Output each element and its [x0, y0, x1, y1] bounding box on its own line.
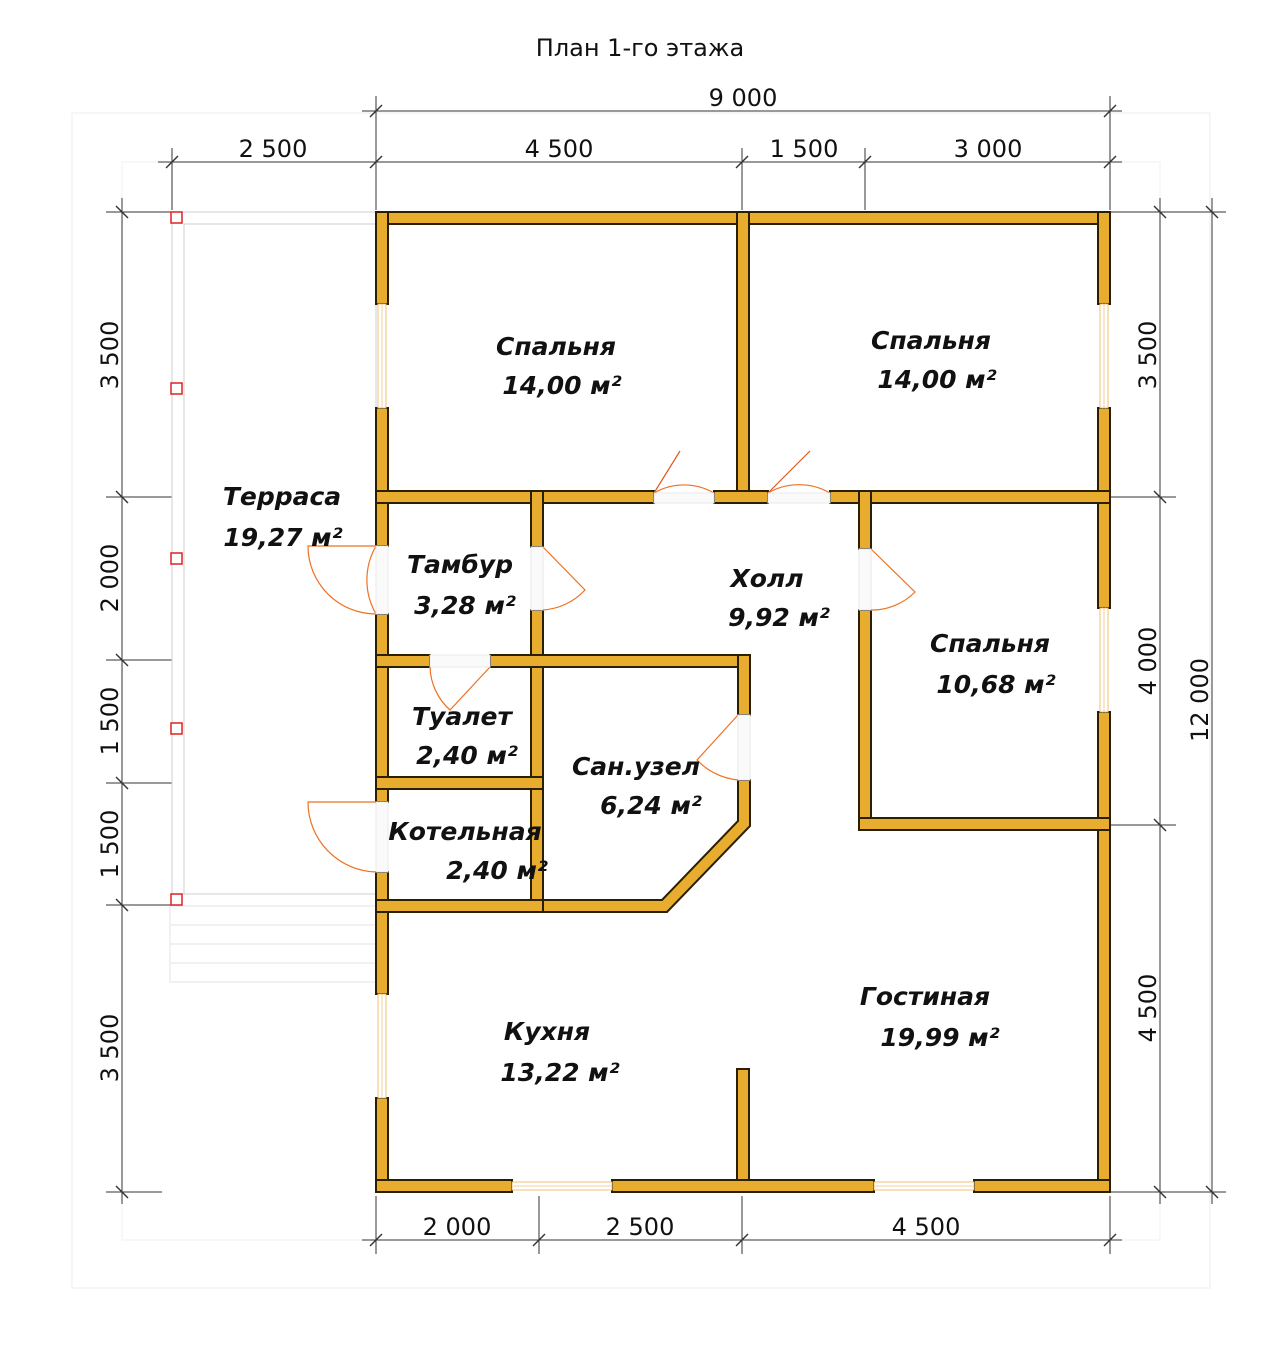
dim-bottom-2: 2 500	[606, 1213, 675, 1241]
dim-right-2: 4 000	[1134, 627, 1162, 696]
room-labels: Спальня 14,00 м² Спальня 14,00 м² Террас…	[223, 326, 1056, 1087]
background-frame-outer	[71, 112, 1211, 1289]
room-area-kitchen: 13,22 м²	[500, 1058, 619, 1087]
windows	[377, 303, 1109, 1191]
room-area-bedroom-1: 14,00 м²	[502, 371, 621, 400]
door	[653, 450, 715, 504]
terrace-post	[170, 893, 183, 906]
door	[307, 801, 389, 873]
dim-right-1: 3 500	[1134, 321, 1162, 390]
terrace-post	[170, 552, 183, 565]
room-name-toilet: Туалет	[412, 702, 513, 731]
room-area-bedroom-2: 14,00 м²	[877, 365, 996, 394]
room-name-tambur: Тамбур	[407, 550, 513, 579]
room-area-bedroom-3: 10,68 м²	[936, 670, 1055, 699]
room-name-living-room: Гостиная	[860, 982, 990, 1011]
room-name-hall: Холл	[728, 564, 803, 593]
room-name-bathroom: Сан.узел	[572, 752, 700, 781]
dim-left-3: 1 500	[96, 687, 124, 756]
room-area-bathroom: 6,24 м²	[600, 791, 702, 820]
terrace-post	[170, 722, 183, 735]
dim-bottom-1: 2 000	[423, 1213, 492, 1241]
room-name-bedroom-3: Спальня	[930, 629, 1050, 658]
door	[429, 654, 491, 711]
doors	[307, 450, 916, 873]
dim-left-5: 3 500	[96, 1014, 124, 1083]
plan-title: План 1-го этажа	[536, 34, 744, 62]
background-frame-inner	[121, 161, 1161, 1241]
room-name-terrace: Терраса	[223, 482, 341, 511]
room-area-tambur: 3,28 м²	[414, 591, 516, 620]
dim-right-3: 4 500	[1134, 974, 1162, 1043]
terrace-post	[170, 211, 183, 224]
door	[767, 450, 831, 504]
dim-left-1: 3 500	[96, 321, 124, 390]
room-name-boiler: Котельная	[388, 817, 541, 846]
dim-top-total: 9 000	[709, 84, 778, 112]
room-name-bedroom-2: Спальня	[871, 326, 991, 355]
dim-left-2: 2 000	[96, 544, 124, 613]
dim-left-4: 1 500	[96, 810, 124, 879]
dim-right-total: 12 000	[1186, 658, 1214, 742]
door	[530, 546, 586, 611]
room-area-living-room: 19,99 м²	[880, 1023, 999, 1052]
room-area-toilet: 2,40 м²	[416, 741, 518, 770]
dim-top-2: 4 500	[525, 135, 594, 163]
dim-top-3: 1 500	[770, 135, 839, 163]
door	[307, 545, 389, 615]
room-area-hall: 9,92 м²	[728, 603, 830, 632]
room-area-terrace: 19,27 м²	[223, 523, 342, 552]
room-name-kitchen: Кухня	[504, 1017, 590, 1046]
terrace	[169, 211, 377, 983]
dim-top-4: 3 000	[954, 135, 1023, 163]
dim-top-1: 2 500	[239, 135, 308, 163]
dim-bottom-3: 4 500	[892, 1213, 961, 1241]
door	[858, 548, 916, 611]
dimension-lines	[106, 96, 1226, 1254]
door	[696, 714, 751, 781]
room-name-bedroom-1: Спальня	[496, 332, 616, 361]
terrace-post	[170, 382, 183, 395]
room-area-boiler: 2,40 м²	[446, 856, 548, 885]
